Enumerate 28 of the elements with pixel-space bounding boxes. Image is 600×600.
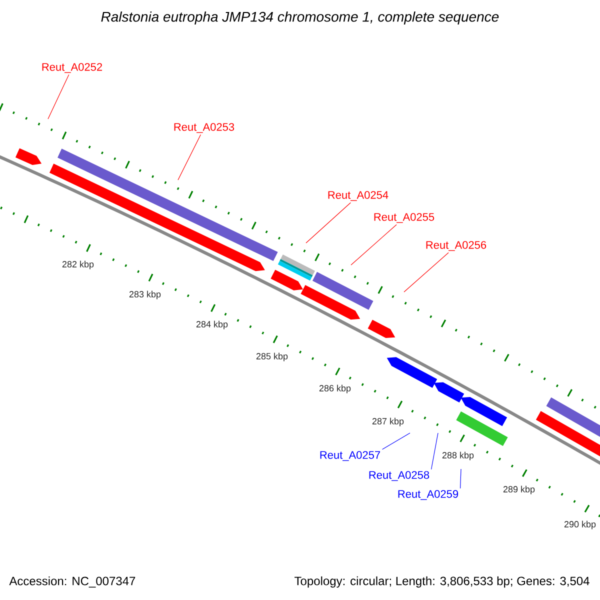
tick-label: 285 kbp	[256, 352, 288, 362]
leader-line	[404, 252, 449, 292]
leader-line	[460, 468, 462, 489]
tick-label: 287 kbp	[372, 418, 404, 426]
gene-label: Reut_A0254	[328, 191, 388, 201]
tick-label: 282 kbp	[62, 260, 94, 270]
leader-line	[350, 224, 397, 266]
title: Ralstonia eutropha JMP134 chromosome 1, complete sequence	[101, 11, 499, 25]
leader-line	[306, 202, 351, 244]
tick-label: 283 kbp	[129, 290, 161, 300]
tick-label: 290 kbp	[564, 520, 596, 530]
gene-label: Reut_A0252	[42, 63, 102, 73]
leader-line	[382, 432, 410, 450]
tick-label: 286 kbp	[319, 384, 351, 394]
gene-label: Reut_A0255	[374, 213, 434, 223]
gene-label: Reut_A0258	[369, 471, 430, 481]
gene-label: Reut_A0259	[398, 490, 458, 500]
tick-label: 288 kbp	[442, 452, 474, 460]
tick-label: 289 kbp	[503, 486, 535, 494]
tick-label: 284 kbp	[196, 320, 228, 330]
leader-line	[430, 432, 438, 470]
gene-label: Reut_A0253	[174, 123, 234, 133]
leader-line	[48, 74, 70, 120]
gene-label: Reut_A0256	[426, 241, 486, 251]
summary-text: Topology: circular; Length: 3,806,533 bp; Genes: 3,504	[294, 576, 590, 588]
gene-label: Reut_A0257	[320, 451, 380, 461]
leader-line	[178, 134, 201, 180]
accession-text: Accession: NC_007347	[9, 576, 136, 588]
